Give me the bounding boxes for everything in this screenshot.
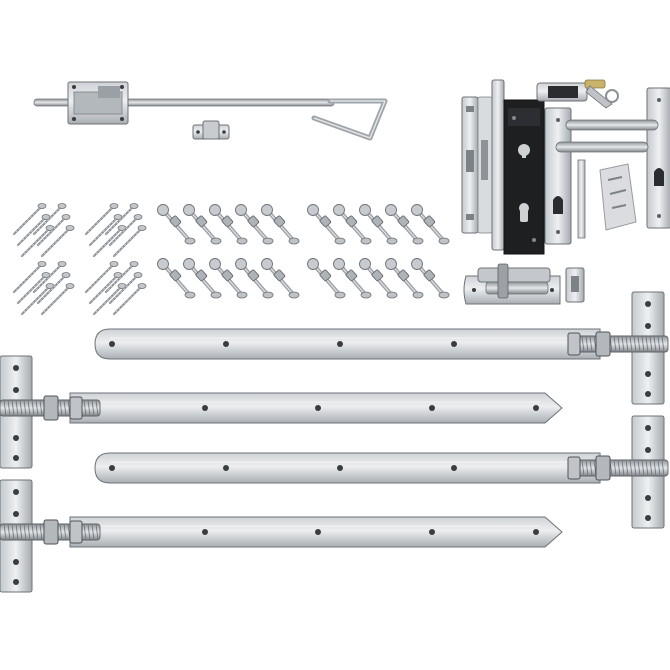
wood-screw (92, 225, 127, 258)
wood-screw (108, 214, 143, 247)
wood-screw-group (12, 203, 75, 258)
wood-screw (16, 214, 51, 247)
drop-bolt (33, 81, 388, 141)
strike-plates (461, 96, 493, 234)
wood-screw (36, 214, 71, 247)
wood-screw (92, 283, 127, 316)
coach-bolts (157, 204, 450, 299)
padbolt (463, 263, 585, 305)
wood-screw (12, 261, 47, 294)
wood-screw (84, 261, 119, 294)
coach-bolt (261, 204, 300, 245)
lever-handles (544, 87, 670, 245)
wood-screw (84, 203, 119, 236)
drop-bolt-handle (311, 98, 388, 141)
wood-screw (88, 214, 123, 247)
coach-bolt (411, 204, 450, 245)
coach-bolt (209, 204, 248, 245)
wood-screw (104, 261, 139, 294)
euro-cylinder (536, 79, 619, 109)
wood-screw-group (12, 261, 75, 316)
coach-bolt (209, 258, 248, 299)
coach-bolt (235, 258, 274, 299)
wood-screw (16, 272, 51, 305)
wood-screw (112, 225, 147, 258)
wood-screw (32, 203, 67, 236)
strap-hinge (0, 479, 563, 593)
screw-pack (599, 163, 637, 231)
coach-bolt (183, 204, 222, 245)
coach-bolt (359, 204, 398, 245)
wood-screw-group (84, 203, 147, 258)
wood-screw (12, 203, 47, 236)
coach-bolt (359, 258, 398, 299)
wood-screw (36, 272, 71, 305)
wood-screw (112, 283, 147, 316)
coach-bolt (183, 258, 222, 299)
wood-screw (108, 272, 143, 305)
wood-screws (12, 203, 147, 316)
wood-screw (20, 283, 55, 316)
strap-hinge (94, 415, 669, 529)
coach-bolt (157, 204, 196, 245)
wood-screw (40, 225, 75, 258)
wood-screw (40, 283, 75, 316)
mortice-lock (491, 79, 545, 255)
coach-bolt (235, 204, 274, 245)
coach-bolt (385, 204, 424, 245)
strap-hinge (94, 291, 669, 405)
coach-bolt (307, 204, 346, 245)
coach-bolt (411, 258, 450, 299)
coach-bolt (385, 258, 424, 299)
coach-bolt (333, 258, 372, 299)
strap-hinge (0, 355, 563, 469)
strap-hinges (0, 291, 669, 593)
coach-bolt (333, 204, 372, 245)
bolt-keep (192, 120, 230, 140)
wood-screw (88, 272, 123, 305)
coach-bolt (261, 258, 300, 299)
wood-screw (104, 203, 139, 236)
coach-bolt (157, 258, 196, 299)
coach-bolt (307, 258, 346, 299)
wood-screw-group (84, 261, 147, 316)
wood-screw (32, 261, 67, 294)
